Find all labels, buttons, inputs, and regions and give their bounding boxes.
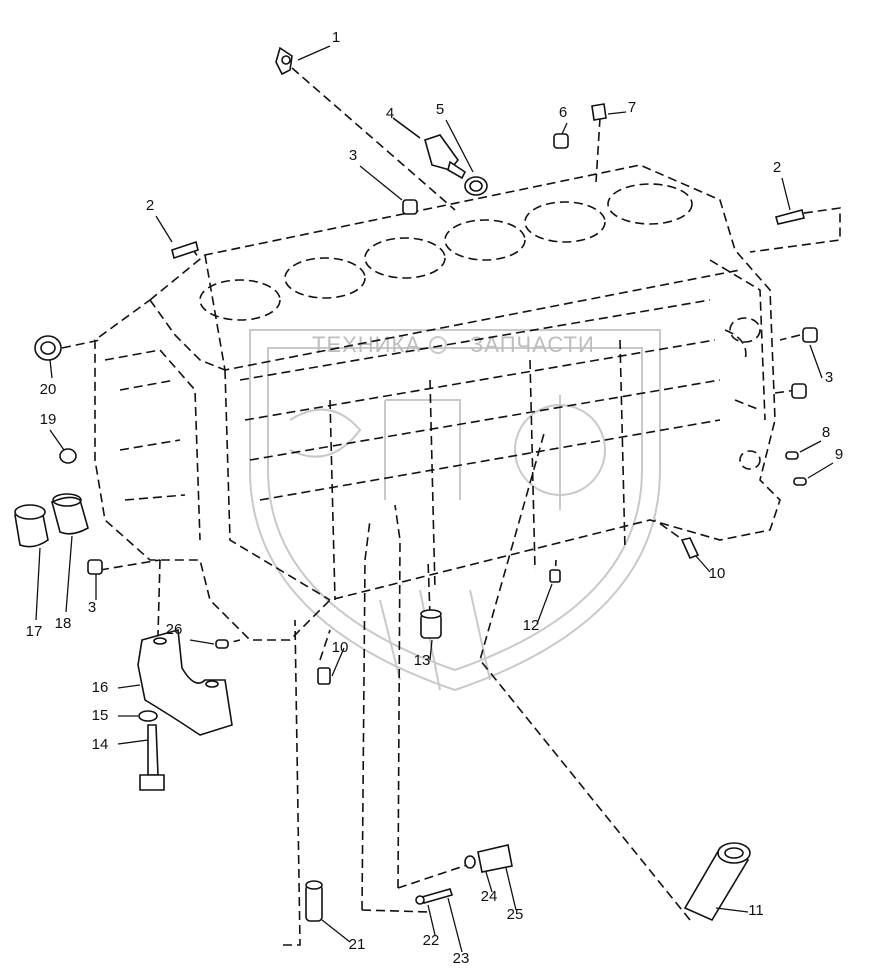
callout-25: 25 [507,906,524,923]
part-12-plug [549,569,561,583]
callout-18: 18 [55,615,72,632]
callout-21: 21 [349,936,366,953]
callout-2: 2 [146,197,154,214]
part-2-stud-left [171,240,199,260]
callout-7: 7 [628,99,636,116]
callout-13: 13 [414,652,431,669]
part-14-bolt [139,724,165,791]
callout-4: 4 [386,105,394,122]
callout-12: 12 [523,617,540,634]
part-6-plug [553,133,569,149]
part-4-sensor [392,117,467,180]
callout-24: 24 [481,888,498,905]
part-17-cap [14,504,49,548]
part-20-plug [34,335,62,361]
part-7-cap [591,103,607,121]
callout-1: 1 [332,29,340,46]
part-10-stud-right [680,537,700,560]
part-18-sleeve [51,493,89,535]
callout-6: 6 [559,104,567,121]
callout-17: 17 [26,623,43,640]
callout-3: 3 [88,599,96,616]
part-3-plug [402,199,418,215]
callout-23: 23 [453,950,470,967]
engine-block [94,164,781,641]
part-3-plug-left [87,559,103,575]
callout-5: 5 [436,101,444,118]
part-10-stud-center [317,667,331,685]
part-13-sleeve [420,609,442,639]
assembly-lines [61,67,841,946]
callout-10: 10 [709,565,726,582]
leader-lines [35,45,834,953]
part-24-25-fitting [464,844,513,873]
callout-22: 22 [423,932,440,949]
part-26-dowel [215,639,229,649]
callout-11: 11 [748,902,764,919]
callout-10: 10 [332,639,349,656]
callout-20: 20 [40,381,57,398]
callout-26: 26 [166,621,183,638]
part-11-tube [683,842,751,922]
callout-15: 15 [92,707,109,724]
part-21-sleeve [305,880,323,922]
callout-9: 9 [835,446,843,463]
watermark: ТЕХНИКА ЗАПЧАСТИ [249,329,661,692]
part-9-pin [793,477,807,486]
part-5-oring [464,176,488,196]
part-2-stud-right [775,209,805,225]
callout-3: 3 [349,147,357,164]
part-19-pin [59,448,77,464]
part-16-bearing-cap [137,628,233,736]
callout-3: 3 [825,369,833,386]
part-15-washer [138,710,158,722]
callout-16: 16 [92,679,109,696]
part-1 [275,46,293,76]
callout-2: 2 [773,159,781,176]
part-22-23-bolt [415,888,454,905]
part-8-pin [785,451,799,460]
part-3-plug-right [791,327,818,399]
parts [14,46,818,922]
callout-14: 14 [92,736,109,753]
callout-8: 8 [822,424,830,441]
watermark-right-text: ЗАПЧАСТИ [470,332,595,357]
callout-19: 19 [40,411,57,428]
